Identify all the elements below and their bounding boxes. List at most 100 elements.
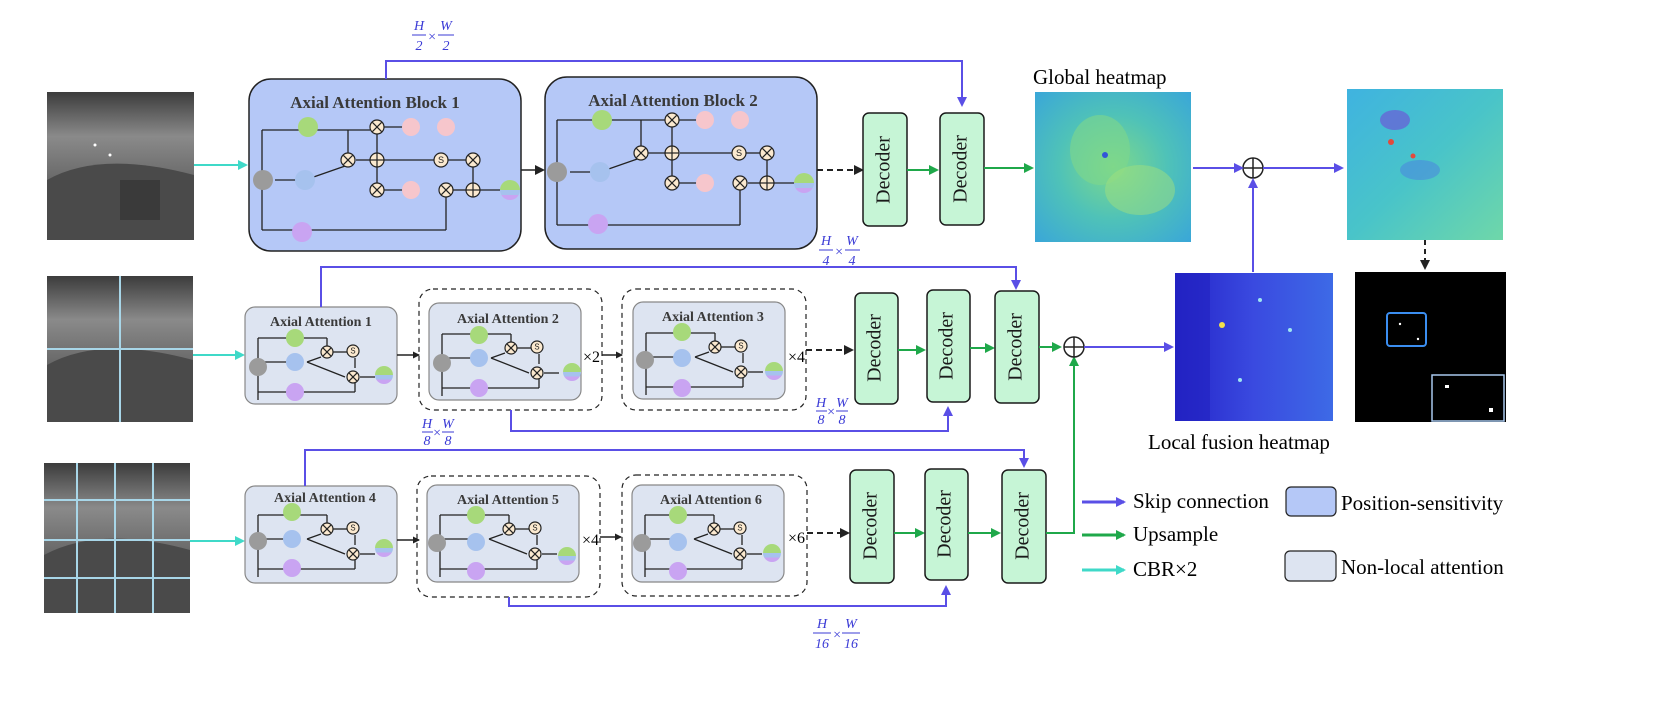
svg-text:Decoder: Decoder [1012, 492, 1034, 560]
softmax-icon: S [731, 145, 747, 161]
multiply-icon [369, 119, 385, 135]
blue-node [470, 349, 488, 367]
svg-text:4: 4 [849, 254, 856, 269]
skip-connection-mid-top [320, 266, 1021, 307]
svg-text:8: 8 [445, 434, 452, 449]
legend-position-label: Position-sensitivity [1341, 491, 1504, 515]
svg-text:W: W [846, 234, 859, 249]
axial-attention-1: Axial Attention 1 [244, 306, 398, 405]
softmax-icon: S [346, 344, 360, 358]
scale-label-eighth-b: H 8 × W 8 [421, 417, 455, 449]
block-2-title: Axial Attention Block 2 [588, 91, 758, 110]
softmax-icon: S [530, 340, 544, 354]
svg-text:S: S [738, 342, 743, 351]
green-node [298, 117, 318, 137]
decoder-bot-2: Decoder [924, 468, 969, 581]
blue-node [286, 353, 304, 371]
add-icon [465, 182, 481, 198]
svg-text:Decoder: Decoder [873, 136, 895, 204]
svg-text:W: W [845, 617, 858, 632]
green-node [673, 323, 691, 341]
att2-repeat: ×2 [583, 349, 600, 366]
decoder-mid-2: Decoder [926, 289, 971, 403]
output-node [794, 173, 814, 193]
svg-text:Decoder: Decoder [936, 312, 958, 380]
svg-text:W: W [442, 417, 455, 432]
green-node [286, 329, 304, 347]
svg-text:W: W [440, 19, 453, 34]
pink-node [402, 118, 420, 136]
fusion-plus-top [1242, 157, 1264, 179]
decoder-top-2: Decoder [939, 112, 985, 226]
pink-node [696, 174, 714, 192]
green-node [669, 506, 687, 524]
svg-text:H: H [815, 396, 827, 411]
legend-position-swatch [1285, 486, 1337, 517]
add-icon [759, 175, 775, 191]
gray-node [428, 534, 446, 552]
output-node [375, 366, 393, 384]
softmax-icon: S [734, 339, 748, 353]
svg-text:8: 8 [839, 413, 846, 428]
blue-node [295, 170, 315, 190]
detection-result [1355, 272, 1506, 422]
legend: Skip connection Upsample CBR×2 Position-… [1082, 486, 1504, 582]
att2-title: Axial Attention 2 [457, 312, 559, 327]
output-node [375, 539, 393, 557]
legend-upsample-label: Upsample [1133, 522, 1218, 546]
blue-node [283, 530, 301, 548]
multiply-icon [707, 522, 721, 536]
pink-node [696, 111, 714, 129]
svg-text:W: W [836, 396, 849, 411]
scale-label-eighth-a: H 8 × W 8 [815, 396, 849, 428]
axial-attention-4: Axial Attention 4 [244, 485, 398, 584]
multiply-icon [369, 182, 385, 198]
att3-repeat: ×4 [788, 349, 805, 366]
softmax-icon: S [528, 521, 542, 535]
axial-attention-block-1: Axial Attention Block 1 [248, 78, 522, 252]
softmax-icon: S [433, 152, 449, 168]
block-1-title: Axial Attention Block 1 [290, 93, 460, 112]
multiply-icon [633, 145, 649, 161]
multiply-icon [504, 341, 518, 355]
svg-text:×: × [826, 405, 835, 420]
output-node [558, 547, 576, 565]
purple-node [283, 559, 301, 577]
axial-attention-2-group: Axial Attention 2 ×2 [418, 288, 603, 411]
svg-text:8: 8 [818, 413, 825, 428]
multiply-icon [734, 365, 748, 379]
green-node [592, 110, 612, 130]
purple-node [470, 379, 488, 397]
global-heatmap-label: Global heatmap [1033, 65, 1167, 89]
multiply-icon [664, 175, 680, 191]
svg-text:S: S [532, 524, 537, 533]
fused-heatmap [1347, 89, 1503, 240]
purple-node [673, 379, 691, 397]
decoder-bot-3: Decoder [1001, 469, 1047, 584]
svg-text:×: × [432, 426, 441, 441]
svg-text:4: 4 [823, 254, 830, 269]
gray-node [547, 162, 567, 182]
axial-attention-6-group: Axial Attention 6 ×6 [621, 474, 808, 597]
svg-text:H: H [413, 19, 425, 34]
axial-attention-3-group: Axial Attention 3 ×4 [621, 288, 807, 411]
decoder-top-1: Decoder [862, 112, 908, 227]
scale-label-half: H 2 × W 2 [412, 19, 454, 54]
local-fusion-heatmap [1175, 273, 1333, 421]
upsample-arrow [1046, 356, 1079, 534]
legend-nonlocal-swatch [1284, 550, 1337, 582]
skip-connection-bot-bottom [508, 585, 951, 607]
svg-text:S: S [534, 343, 539, 352]
multiply-icon [530, 366, 544, 380]
att6-repeat: ×6 [788, 530, 805, 547]
multiply-icon [732, 175, 748, 191]
svg-text:Decoder: Decoder [934, 490, 956, 558]
blue-node [467, 533, 485, 551]
multiply-icon [528, 547, 542, 561]
multiply-icon [320, 522, 334, 536]
svg-text:×: × [834, 245, 843, 260]
purple-node [292, 222, 312, 242]
skip-connection-mid-bottom [510, 406, 953, 432]
legend-cbr-label: CBR×2 [1133, 557, 1197, 581]
pink-node [731, 111, 749, 129]
